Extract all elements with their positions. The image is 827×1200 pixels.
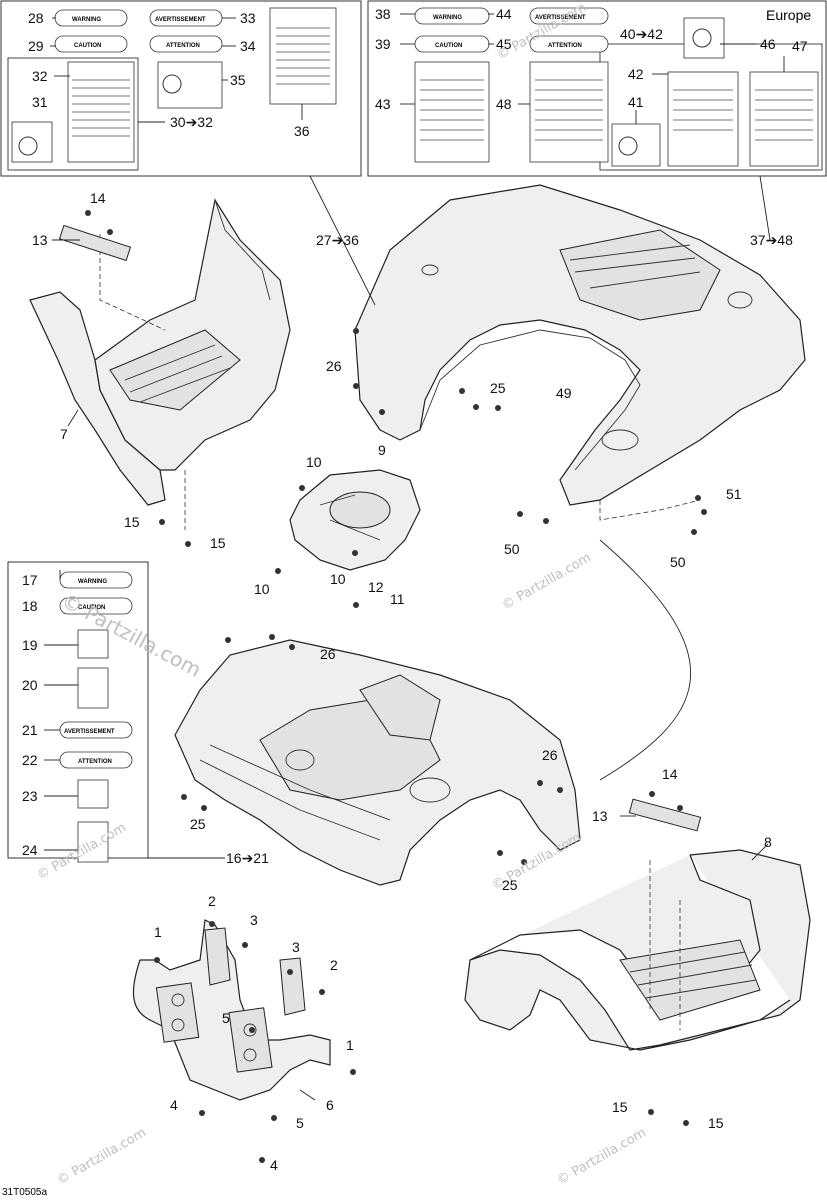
callout: 36 xyxy=(294,123,310,139)
svg-text:WARNING: WARNING xyxy=(78,579,107,585)
callout: 47 xyxy=(792,38,808,54)
callout: 15 xyxy=(210,535,226,551)
callout: 34 xyxy=(240,38,256,54)
callout: 5 xyxy=(222,1010,230,1026)
callout: 1 xyxy=(154,924,162,940)
callout: 33 xyxy=(240,10,256,26)
callout: 9 xyxy=(378,442,386,458)
front-bracket xyxy=(132,919,331,1101)
svg-text:WARNING: WARNING xyxy=(433,15,462,21)
callouts: 28 29 30➔32 31 32 33 34 35 36 38 39 40➔4… xyxy=(22,6,808,1173)
callout: 14 xyxy=(662,766,678,782)
svg-text:ATTENTION: ATTENTION xyxy=(166,43,200,49)
callout: 25 xyxy=(490,380,506,396)
callout: 3 xyxy=(250,912,258,928)
decal-group-right: WARNING CAUTION AVERTISSEMENT ATTENTION xyxy=(367,0,827,177)
callout: 18 xyxy=(22,598,38,614)
callout: 21 xyxy=(22,722,38,738)
callout: 49 xyxy=(556,385,572,401)
callout: 31 xyxy=(32,94,48,110)
callout: 25 xyxy=(190,816,206,832)
callout: 29 xyxy=(28,38,44,54)
callout: 17 xyxy=(22,572,38,588)
light-housing xyxy=(289,469,421,571)
callout: 41 xyxy=(628,94,644,110)
callout: 3 xyxy=(292,939,300,955)
callout: 5 xyxy=(296,1115,304,1131)
svg-text:ATTENTION: ATTENTION xyxy=(548,43,582,49)
rear-fender xyxy=(354,184,806,781)
callout: 2 xyxy=(330,957,338,973)
right-footwell xyxy=(464,798,811,1051)
svg-text:CAUTION: CAUTION xyxy=(74,43,101,49)
callout: 51 xyxy=(726,486,742,502)
callout: 10 xyxy=(306,454,322,470)
svg-text:AVERTISSEMENT: AVERTISSEMENT xyxy=(155,17,206,23)
callout: 44 xyxy=(496,6,512,22)
callout: 4 xyxy=(170,1097,178,1113)
callout: 37➔48 xyxy=(750,232,793,248)
callout: 30➔32 xyxy=(170,114,213,130)
callout: 27➔36 xyxy=(316,232,359,248)
callout: 19 xyxy=(22,637,38,653)
callout: 11 xyxy=(390,591,405,607)
svg-text:AVERTISSEMENT: AVERTISSEMENT xyxy=(64,729,115,735)
hardware xyxy=(85,210,707,1163)
callout: 48 xyxy=(496,96,512,112)
callout: 26 xyxy=(320,646,336,662)
svg-text:CAUTION: CAUTION xyxy=(435,43,462,49)
watermark-text: © Partzilla.com xyxy=(55,1125,149,1188)
callout: 20 xyxy=(22,677,38,693)
callout: 23 xyxy=(22,788,38,804)
callout: 10 xyxy=(254,581,270,597)
svg-text:WARNING: WARNING xyxy=(72,17,101,23)
callout: 2 xyxy=(208,893,216,909)
watermarks: © Partzilla.com © Partzilla.com © Partzi… xyxy=(35,0,649,1188)
callout: 28 xyxy=(28,10,44,26)
callout: 6 xyxy=(326,1097,334,1113)
svg-text:ATTENTION: ATTENTION xyxy=(78,759,112,765)
callout: 10 xyxy=(330,571,346,587)
watermark-text: © Partzilla.com xyxy=(555,1125,649,1188)
front-fender xyxy=(174,639,581,886)
figure-code: 31T0505a xyxy=(2,1187,47,1198)
callout: 15 xyxy=(124,514,140,530)
callout: 1 xyxy=(346,1037,354,1053)
callout: 35 xyxy=(230,72,246,88)
leader-lines xyxy=(44,13,785,1101)
callout: 7 xyxy=(60,426,68,442)
callout: 12 xyxy=(368,579,384,595)
region-label: Europe xyxy=(766,7,811,23)
callout: 8 xyxy=(764,834,772,850)
callout: 16➔21 xyxy=(226,850,269,866)
callout: 24 xyxy=(22,842,38,858)
callout: 15 xyxy=(708,1115,724,1131)
callout: 40➔42 xyxy=(620,26,663,42)
callout: 50 xyxy=(670,554,686,570)
svg-text:AVERTISSEMENT: AVERTISSEMENT xyxy=(535,15,586,21)
callout: 45 xyxy=(496,36,512,52)
decal-group-left: WARNING CAUTION AVERTISSEMENT ATTENTION xyxy=(0,0,362,177)
callout: 26 xyxy=(326,358,342,374)
callout: 13 xyxy=(592,808,608,824)
callout: 4 xyxy=(270,1157,278,1173)
callout: 14 xyxy=(90,190,106,206)
callout: 25 xyxy=(502,877,518,893)
callout: 22 xyxy=(22,752,38,768)
watermark-text: © Partzilla.com xyxy=(490,830,584,893)
svg-text:CAUTION: CAUTION xyxy=(78,605,105,611)
watermark-text: © Partzilla.com xyxy=(500,550,594,613)
callout: 50 xyxy=(504,541,520,557)
callout: 38 xyxy=(375,6,391,22)
callout: 32 xyxy=(32,68,48,84)
callout: 42 xyxy=(628,66,644,82)
left-footwell xyxy=(29,198,291,530)
callout: 15 xyxy=(612,1099,628,1115)
callout: 26 xyxy=(542,747,558,763)
callout: 39 xyxy=(375,36,391,52)
callout: 13 xyxy=(32,232,48,248)
callout: 43 xyxy=(375,96,391,112)
callout: 46 xyxy=(760,36,776,52)
